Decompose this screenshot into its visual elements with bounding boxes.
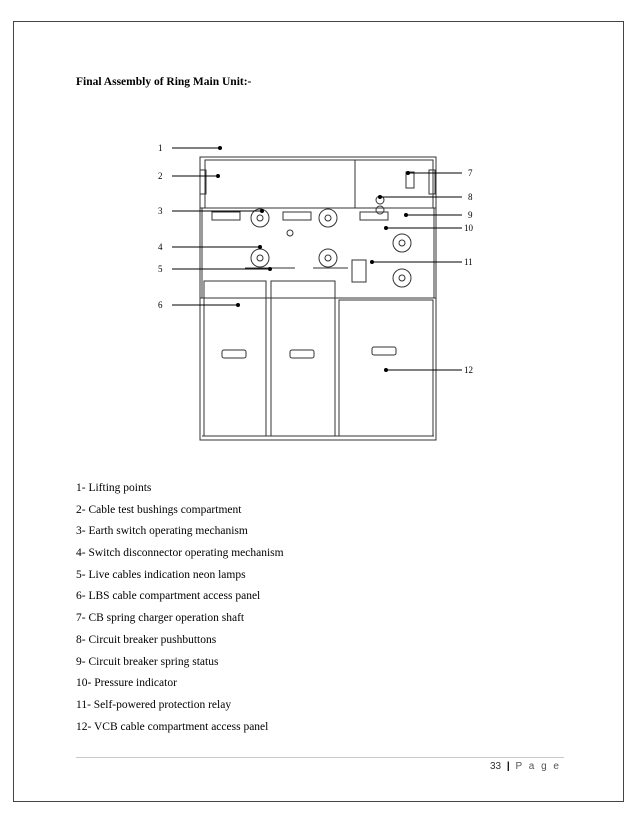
legend-item: 10- Pressure indicator: [76, 677, 177, 690]
rmu-diagram: 1 2 3 4 5 6 7 8 9 10 11 12: [158, 143, 474, 441]
section-title: Final Assembly of Ring Main Unit:-: [76, 76, 252, 88]
callout-10: 10: [464, 223, 474, 233]
callout-9: 9: [468, 210, 473, 220]
legend-item: 12- VCB cable compartment access panel: [76, 720, 269, 733]
legend-item: 11- Self-powered protection relay: [76, 698, 232, 711]
legend-item: 7- CB spring charger operation shaft: [76, 612, 245, 625]
mechanism-panel: [201, 207, 435, 299]
callout-6: 6: [158, 300, 163, 310]
callout-11: 11: [464, 257, 473, 267]
page-footer: 33 | P a g e: [490, 761, 561, 772]
footer-separator: |: [506, 761, 510, 772]
legend-item: 1- Lifting points: [76, 482, 152, 494]
callout-5: 5: [158, 264, 163, 274]
legend-item: 9- Circuit breaker spring status: [76, 655, 219, 668]
legend-item: 2- Cable test bushings compartment: [76, 503, 242, 516]
callout-8: 8: [468, 192, 473, 202]
component-legend: 1- Lifting points 2- Cable test bushings…: [76, 481, 284, 741]
side-compartment: [354, 159, 434, 209]
page-label: P a g e: [515, 761, 561, 772]
callout-3: 3: [158, 206, 163, 216]
callout-1: 1: [158, 143, 163, 153]
page-border: [13, 21, 624, 802]
callout-7: 7: [468, 168, 473, 178]
legend-item: 5- Live cables indication neon lamps: [76, 568, 246, 581]
callout-4: 4: [158, 242, 163, 252]
cable-test-compartment: [204, 159, 356, 209]
footer-divider: [76, 757, 564, 758]
callout-2: 2: [158, 171, 163, 181]
legend-item: 6- LBS cable compartment access panel: [76, 590, 261, 603]
callout-12: 12: [464, 365, 473, 375]
legend-item: 8- Circuit breaker pushbuttons: [76, 633, 217, 646]
legend-item: 3- Earth switch operating mechanism: [76, 525, 248, 538]
legend-item: 4- Switch disconnector operating mechani…: [76, 547, 284, 560]
page-number: 33: [489, 761, 502, 772]
